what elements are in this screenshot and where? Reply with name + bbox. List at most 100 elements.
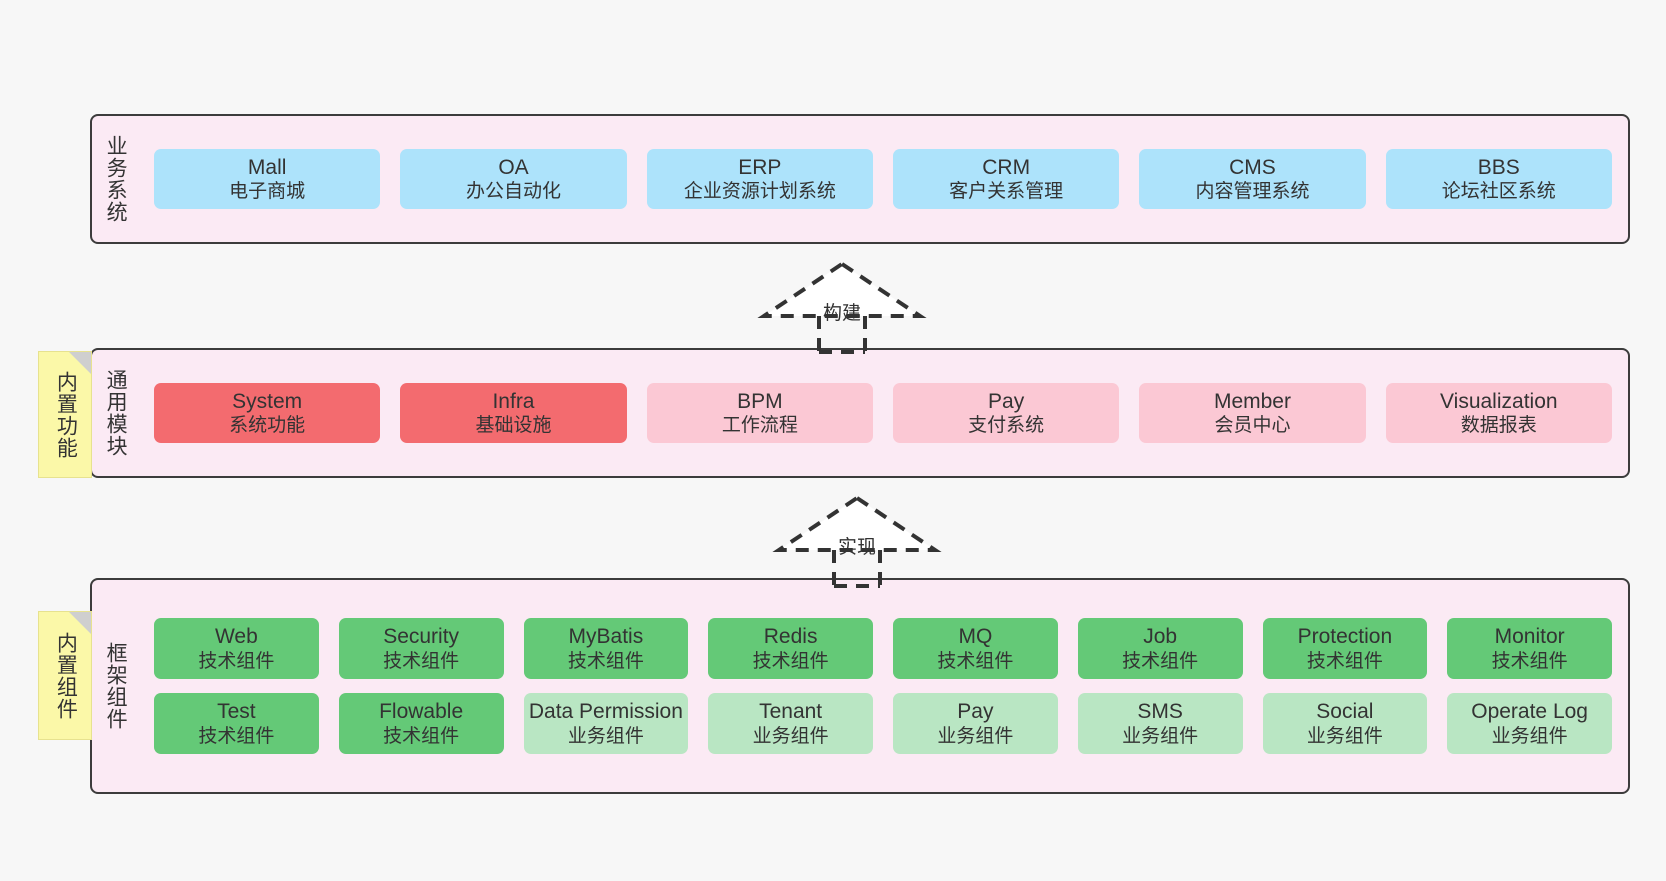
module-card-title: Infra	[492, 389, 535, 413]
module-card-title: SMS	[1137, 700, 1183, 723]
module-card-subtitle: 业务组件	[1306, 725, 1383, 747]
module-card-title: Member	[1213, 389, 1291, 413]
module-card-title: MyBatis	[568, 625, 644, 649]
module-card-subtitle: 企业资源计划系统	[683, 181, 836, 203]
module-card-subtitle: 技术组件	[383, 650, 460, 672]
module-card-subtitle: 内容管理系统	[1195, 181, 1310, 203]
module-card-title: Security	[383, 625, 460, 649]
note-builtin-features-label: 内置功能	[54, 370, 78, 459]
module-card-title: Monitor	[1494, 625, 1565, 649]
layer-framework-component-label: 框架组件	[104, 642, 128, 730]
module-card-subtitle: 电子商城	[229, 181, 306, 203]
module-card-subtitle: 数据报表	[1460, 415, 1537, 437]
module-card-subtitle: 技术组件	[1122, 650, 1199, 672]
module-card-title: Social	[1316, 700, 1374, 723]
module-card-subtitle: 技术组件	[752, 650, 829, 672]
note-builtin-components: 内置组件	[38, 611, 92, 740]
module-card-subtitle: 业务组件	[1491, 725, 1568, 747]
module-card-subtitle: 技术组件	[383, 725, 460, 747]
note-fold-icon	[69, 352, 91, 374]
module-card-subtitle: 技术组件	[567, 650, 644, 672]
module-card-subtitle: 技术组件	[198, 650, 275, 672]
module-card-subtitle: 系统功能	[229, 415, 306, 437]
module-card-subtitle: 业务组件	[752, 725, 829, 747]
module-card-title: Protection	[1297, 625, 1393, 649]
module-card-title: Operate Log	[1471, 700, 1588, 723]
generalization-arrow-icon	[757, 261, 927, 354]
module-card-subtitle: 业务组件	[937, 725, 1014, 747]
module-card-subtitle: 技术组件	[1491, 650, 1568, 672]
module-card-title: CRM	[982, 155, 1031, 179]
module-card-title: Flowable	[379, 700, 464, 723]
module-card-title: Mall	[247, 155, 287, 179]
note-builtin-components-label: 内置组件	[54, 631, 78, 720]
generalization-arrow-icon	[772, 495, 942, 588]
layer-business-system-label: 业务系统	[104, 135, 128, 223]
module-card-title: System	[232, 389, 303, 413]
connector-implement-label: 实现	[837, 537, 877, 558]
module-card-subtitle: 会员中心	[1214, 415, 1291, 437]
module-card-title: Web	[214, 625, 258, 649]
module-card-subtitle: 业务组件	[1122, 725, 1199, 747]
module-card-subtitle: 技术组件	[937, 650, 1014, 672]
module-card-title: BPM	[737, 389, 783, 413]
module-card-subtitle: 论坛社区系统	[1441, 181, 1556, 203]
module-card-title: Pay	[988, 389, 1025, 413]
module-card-subtitle: 技术组件	[198, 725, 275, 747]
connector-build: 构建	[757, 258, 927, 354]
module-card-subtitle: 业务组件	[567, 725, 644, 747]
module-card-subtitle: 工作流程	[721, 415, 798, 437]
note-fold-icon	[69, 612, 91, 634]
module-card-title: MQ	[958, 625, 993, 649]
module-card-subtitle: 支付系统	[968, 415, 1045, 437]
note-builtin-features: 内置功能	[38, 351, 92, 478]
layer-common-module-label: 通用模块	[104, 369, 128, 457]
connector-build-label: 构建	[822, 303, 862, 324]
module-card-subtitle: 技术组件	[1306, 650, 1383, 672]
module-card-title: Visualization	[1440, 389, 1558, 413]
module-card-title: Test	[217, 700, 256, 723]
module-card-title: Redis	[763, 625, 818, 649]
module-card-title: BBS	[1477, 155, 1520, 179]
module-card-title: Data Permission	[528, 700, 683, 723]
